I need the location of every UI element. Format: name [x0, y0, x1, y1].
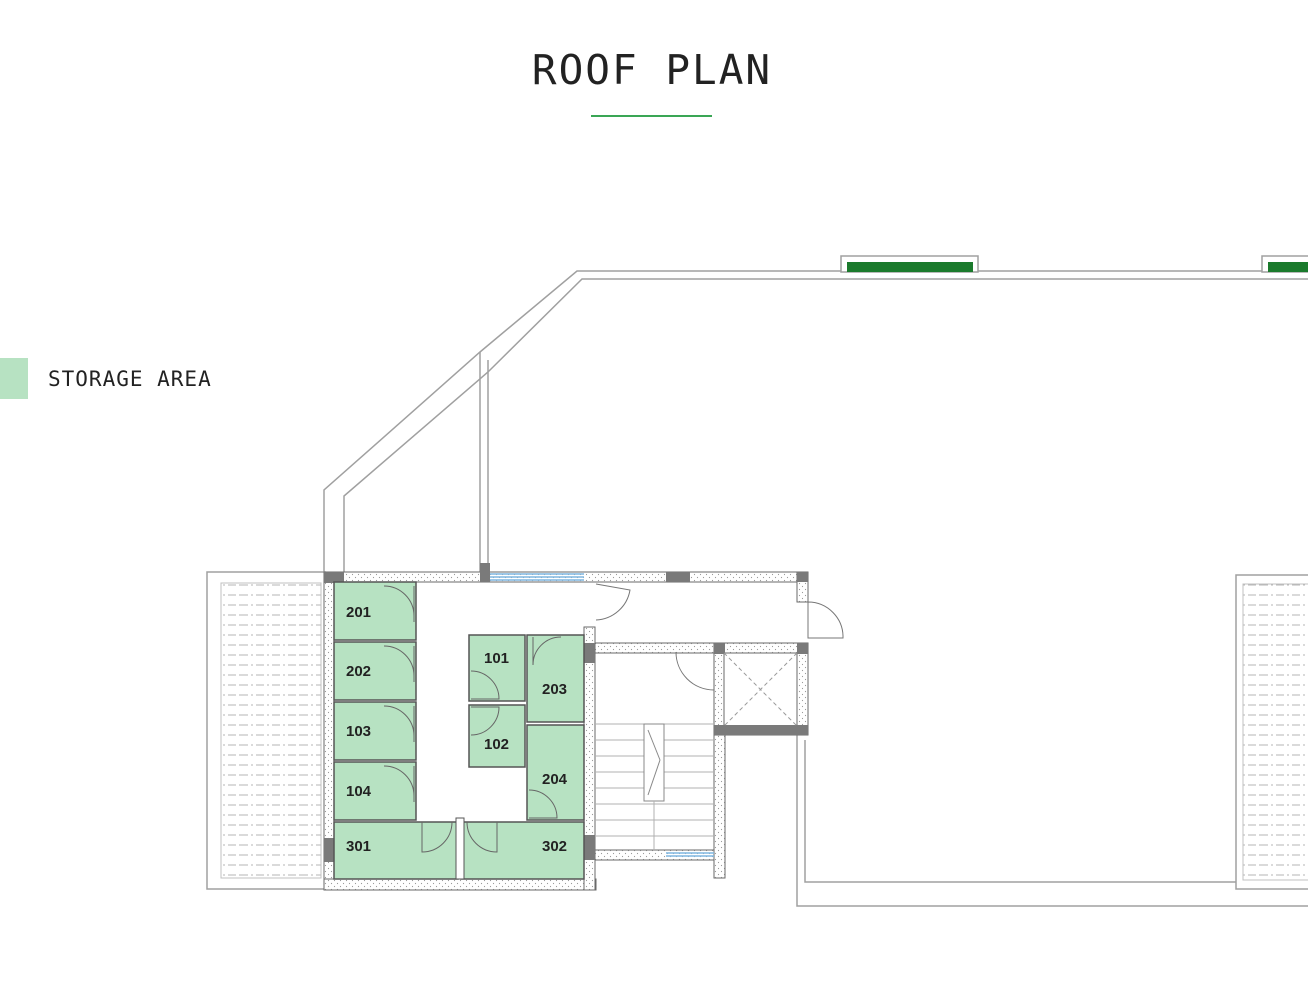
storage-unit-label-103: 103 [346, 723, 371, 740]
door-swing-101 [470, 670, 500, 700]
storage-unit-102: 102 [468, 704, 526, 768]
storage-unit-202: 202 [333, 641, 417, 701]
storage-unit-103: 103 [333, 701, 417, 761]
storage-unit-label-201: 201 [346, 604, 371, 621]
storage-unit-fill-302 [460, 821, 585, 880]
storage-unit-label-301: 301 [346, 838, 371, 855]
storage-unit-label-102: 102 [484, 736, 509, 753]
legend-swatch-storage [0, 358, 28, 399]
door-swing-104 [383, 765, 415, 802]
door-swing-302 [466, 821, 498, 853]
equipment-right [1268, 262, 1308, 272]
door-swing-102 [470, 706, 500, 736]
windows [490, 573, 714, 857]
legend-label-storage: STORAGE AREA [48, 366, 212, 391]
door-swing-202 [383, 645, 415, 682]
title-underline [591, 115, 712, 117]
door-swing-203 [532, 636, 562, 666]
legend: STORAGE AREA [0, 358, 212, 399]
storage-unit-label-101: 101 [484, 650, 509, 667]
storage-unit-101: 101 [468, 634, 526, 702]
storage-unit-204: 204 [526, 724, 585, 821]
equipment-left [847, 262, 973, 272]
storage-units: 201 202 103 104 301 302 101 102 203 204 [333, 581, 585, 880]
deck-left [206, 571, 326, 890]
door-swing-201 [383, 585, 415, 622]
storage-unit-label-203: 203 [542, 681, 567, 698]
storage-unit-104: 104 [333, 761, 417, 821]
door-swings [595, 583, 844, 691]
storage-unit-label-204: 204 [542, 771, 568, 788]
storage-unit-fill-102 [468, 704, 526, 768]
door-swing-103 [383, 705, 415, 742]
storage-unit-201: 201 [333, 581, 417, 641]
unit-divider [455, 817, 465, 880]
roof-equipment [840, 255, 1308, 273]
stairs [595, 723, 714, 850]
elevator [723, 652, 798, 727]
storage-unit-203: 203 [526, 634, 585, 723]
storage-unit-label-202: 202 [346, 663, 371, 680]
page-title: ROOF PLAN [531, 46, 773, 94]
storage-unit-302: 302 [460, 821, 585, 880]
door-swing-204 [528, 789, 558, 819]
deck-right [1235, 574, 1308, 890]
door-swing-301 [421, 821, 453, 853]
storage-unit-301: 301 [333, 821, 459, 880]
storage-unit-fill-203 [526, 634, 585, 723]
storage-unit-label-104: 104 [346, 783, 372, 800]
storage-unit-fill-101 [468, 634, 526, 702]
roof-outline [323, 270, 1308, 907]
storage-unit-fill-204 [526, 724, 585, 821]
storage-unit-label-302: 302 [542, 838, 567, 855]
